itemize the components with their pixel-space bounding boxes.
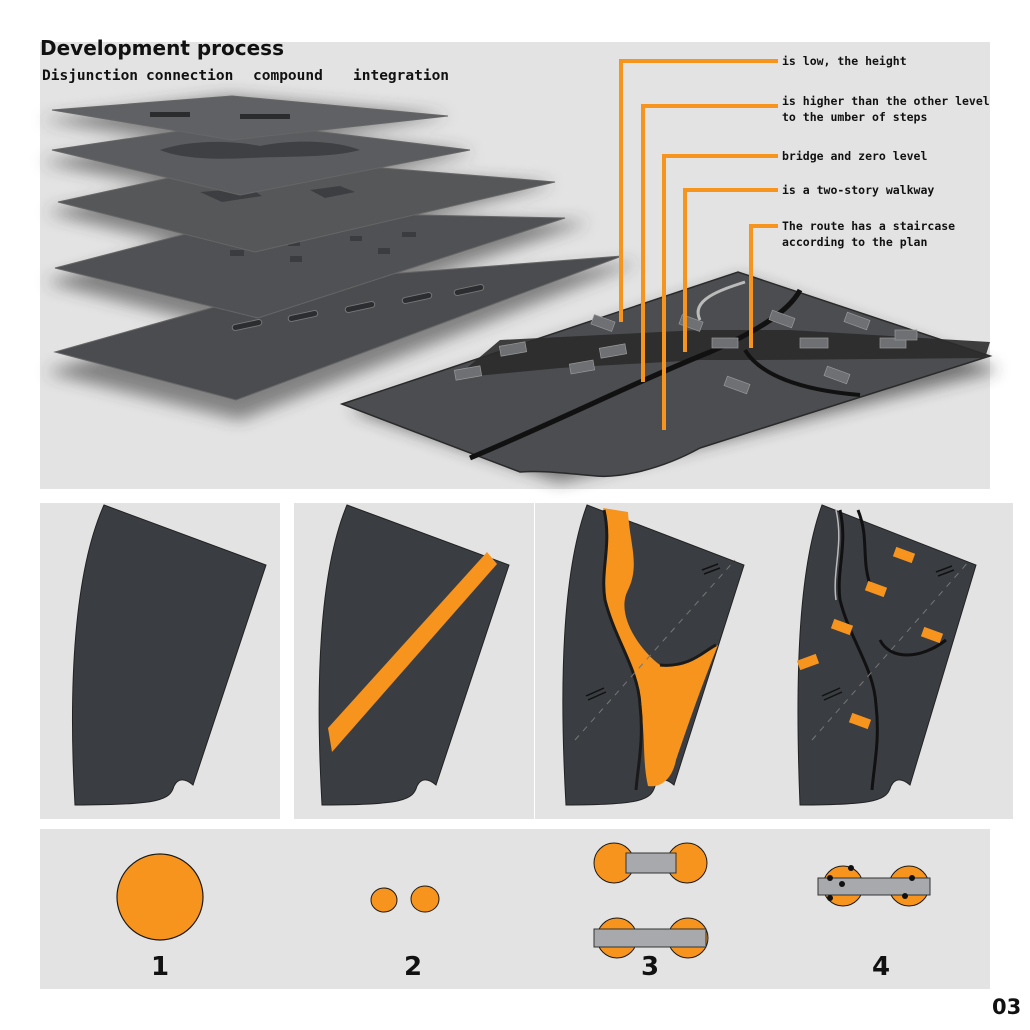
callout-according-plan: according to the plan xyxy=(782,235,928,249)
layer-5-bridges xyxy=(231,284,485,331)
stage-label-connection: connection xyxy=(146,68,234,84)
stage-label-compound: compound xyxy=(253,68,323,84)
stage-2-drawing xyxy=(318,504,510,806)
plan-blocks xyxy=(453,309,918,395)
step-number-3: 3 xyxy=(641,952,660,982)
step-number-1: 1 xyxy=(151,952,170,982)
step-number-2: 2 xyxy=(404,952,423,982)
callout-bridge-zero-level: bridge and zero level xyxy=(782,149,928,163)
callout-number-of-steps: to the umber of steps xyxy=(782,110,928,124)
callout-low-height: is low, the height xyxy=(782,54,907,68)
stage-label-integration: integration xyxy=(353,68,450,84)
stage-4-drawing xyxy=(796,504,977,806)
stage-4-blocks xyxy=(796,546,944,730)
page-title: Development process xyxy=(40,36,284,60)
diagram-4-integrated xyxy=(817,865,931,907)
stage-label-disjunction: Disjunction xyxy=(42,68,139,84)
callout-two-story-walkway: is a two-story walkway xyxy=(782,183,935,197)
callout-leaders xyxy=(619,59,778,430)
diagram-3-connected xyxy=(593,842,709,959)
callout-staircase-route: The route has a staircase xyxy=(782,219,956,233)
page-number: 03 xyxy=(992,995,1022,1019)
callout-higher-level: is higher than the other level xyxy=(782,94,990,108)
diagram-2-split xyxy=(370,885,440,913)
step-number-4: 4 xyxy=(872,952,891,982)
stage-1-drawing xyxy=(71,504,267,806)
stage-3-drawing xyxy=(562,504,745,806)
diagram-1-circle xyxy=(116,853,204,941)
layer-stack xyxy=(40,95,640,420)
